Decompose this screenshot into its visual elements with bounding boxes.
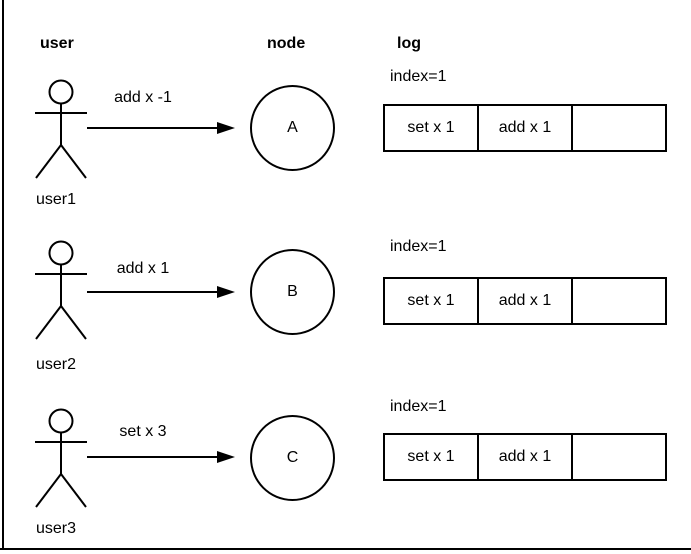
stick-figure-icon: [35, 240, 87, 340]
node-circle: C: [250, 415, 335, 501]
canvas-left-border: [2, 0, 4, 550]
log-index-label: index=1: [390, 398, 447, 415]
node-label: C: [286, 449, 299, 466]
message-label: add x 1: [116, 260, 170, 277]
log-cell: set x 1: [383, 104, 479, 152]
log-cell: add x 1: [477, 433, 573, 481]
log-cell: [571, 104, 667, 152]
log-cell: [571, 433, 667, 481]
right-arrow-icon: [87, 122, 235, 134]
log-index-label: index=1: [390, 68, 447, 85]
log-table: set x 1 add x 1: [383, 277, 667, 325]
node-label: B: [287, 283, 298, 300]
log-table: set x 1 add x 1: [383, 104, 667, 152]
log-index-label: index=1: [390, 238, 447, 255]
right-arrow-icon: [87, 451, 235, 463]
canvas-bottom-border: [0, 548, 691, 550]
user-name-label: user2: [36, 356, 77, 373]
node-circle: B: [250, 249, 335, 335]
log-cell: [571, 277, 667, 325]
node-circle: A: [250, 85, 335, 171]
log-cell: set x 1: [383, 433, 479, 481]
stick-figure-icon: [35, 79, 87, 179]
column-header-user: user: [40, 35, 74, 52]
right-arrow-icon: [87, 286, 235, 298]
log-cell: add x 1: [477, 104, 573, 152]
message-label: add x -1: [114, 89, 172, 106]
stick-figure-icon: [35, 408, 87, 508]
user-name-label: user1: [36, 191, 77, 208]
column-header-node: node: [267, 35, 306, 52]
node-label: A: [287, 119, 298, 136]
log-table: set x 1 add x 1: [383, 433, 667, 481]
log-cell: set x 1: [383, 277, 479, 325]
log-cell: add x 1: [477, 277, 573, 325]
user-name-label: user3: [36, 520, 77, 537]
message-label: set x 3: [119, 423, 167, 440]
column-header-log: log: [397, 35, 421, 52]
